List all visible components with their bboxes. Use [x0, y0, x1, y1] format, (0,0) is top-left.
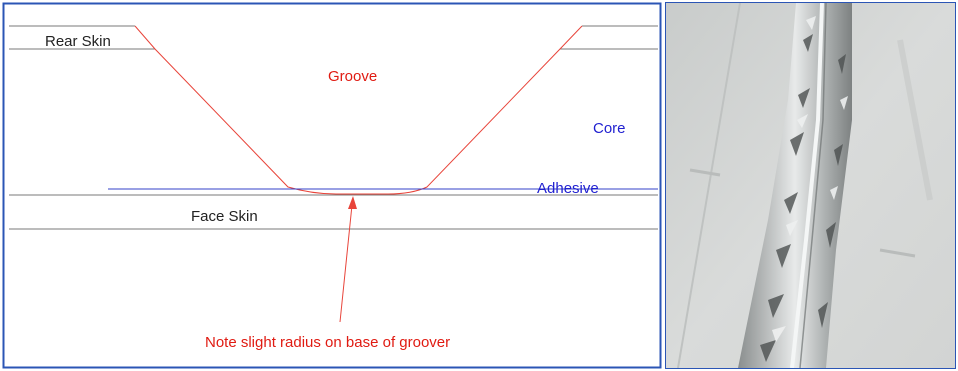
note-arrowhead-icon: [348, 196, 357, 209]
note-label: Note slight radius on base of groover: [205, 334, 450, 351]
schematic-border: [2, 2, 662, 369]
groove-photo: [665, 2, 956, 369]
core-label: Core: [593, 120, 626, 137]
note-arrow-shaft: [339, 204, 353, 323]
rear-skin-label: Rear Skin: [45, 33, 111, 50]
face-skin-label: Face Skin: [191, 208, 258, 225]
adhesive-label: Adhesive: [537, 180, 599, 197]
schematic-panel: Rear Skin Groove Core Adhesive Face Skin…: [2, 2, 662, 369]
groove-label: Groove: [328, 68, 377, 85]
